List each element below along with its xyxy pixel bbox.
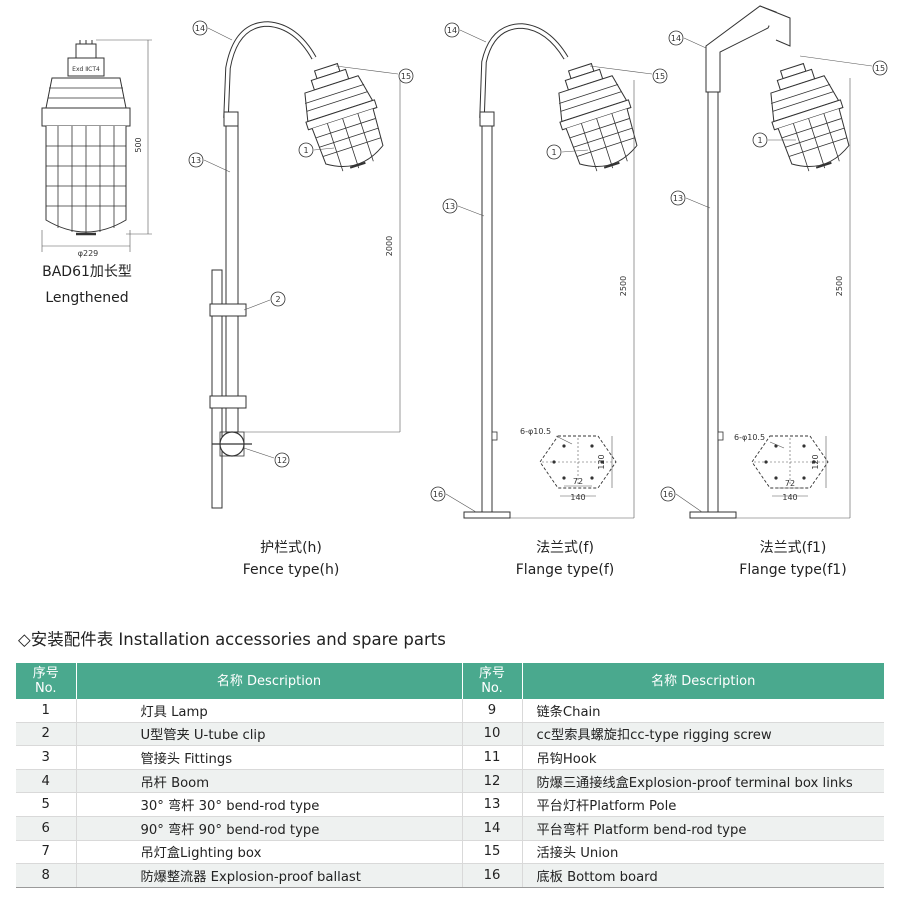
callout-1-f: 1 (551, 148, 556, 157)
caption-fence-zh: 护栏式(h) (260, 540, 322, 556)
callout-13-f1: 13 (673, 194, 683, 203)
cell-no: 1 (16, 699, 76, 723)
cell-no-2: 12 (462, 769, 522, 794)
cell-desc-2: 吊钩Hook (521, 745, 884, 770)
callout-14-f1: 14 (671, 34, 681, 43)
callout-13-f: 13 (445, 202, 455, 211)
cell-desc-2: 平台弯杆 Platform bend-rod type (521, 816, 884, 841)
caption-flange-f1: 法兰式(f1) Flange type(f1) (718, 537, 868, 581)
callout-14-f: 14 (447, 26, 457, 35)
cell-desc: 30° 弯杆 30° bend-rod type (75, 792, 463, 817)
header-desc: 名称 Description (75, 663, 462, 699)
caption-flange-f1-zh: 法兰式(f1) (759, 540, 827, 556)
caption-flange-f: 法兰式(f) Flange type(f) (490, 537, 640, 581)
flange-f1-holes: 6-φ10.5 (734, 433, 765, 442)
cell-desc-2: 平台灯杆Platform Pole (521, 792, 884, 817)
header-no-zh-2: 序号 (478, 666, 505, 681)
cell-desc-2: 底板 Bottom board (521, 863, 884, 888)
cell-desc-2: 防爆三通接线盒Explosion-proof terminal box link… (521, 769, 884, 794)
flange-f1-figure: 2500 6-φ10.5 120 72 140 (689, 5, 860, 519)
cell-no: 3 (16, 745, 76, 770)
header-desc-2: 名称 Description (521, 663, 884, 699)
cell-no: 2 (16, 722, 76, 747)
lamp-height-dim: 500 (134, 137, 143, 152)
cell-desc: 吊杆 Boom (75, 769, 463, 794)
cell-no-2: 9 (462, 699, 522, 723)
fence-height-dim: 2000 (385, 236, 394, 256)
cell-no-2: 11 (462, 745, 522, 770)
lamp-nameplate: Exd ⅡCT4 (72, 66, 100, 73)
callouts: 14 15 1 13 2 12 14 15 1 13 16 14 (188, 20, 888, 513)
header-no-zh: 序号 (32, 666, 59, 681)
cell-no: 6 (16, 816, 76, 841)
header-no-en: No. (34, 681, 57, 696)
callout-14: 14 (195, 24, 205, 33)
flange-f-height-dim: 2500 (619, 276, 628, 296)
cell-no-2: 10 (462, 722, 522, 747)
callout-12: 12 (277, 456, 287, 465)
section-title: ◇安装配件表 Installation accessories and spar… (18, 630, 446, 649)
caption-fence: 护栏式(h) Fence type(h) (216, 537, 366, 581)
cell-no: 5 (16, 792, 76, 817)
flange-f1-height-dim: 2500 (835, 276, 844, 296)
cell-no-2: 15 (462, 840, 522, 865)
callout-2: 2 (275, 295, 280, 304)
cell-desc-2: cc型索具螺旋扣cc-type rigging screw (521, 722, 884, 747)
flange-f1-inner: 72 (785, 479, 795, 488)
cell-no: 8 (16, 863, 76, 888)
cell-desc: 吊灯盒Lighting box (75, 840, 463, 865)
flange-f-height: 120 (597, 454, 606, 469)
lamp-figure: Exd ⅡCT4 500 φ229 BAD61加长型 Lengthened (41, 39, 152, 306)
cell-desc: 防爆整流器 Explosion-proof ballast (75, 863, 463, 888)
cell-desc-2: 活接头 Union (521, 840, 884, 865)
caption-fence-en: Fence type(h) (242, 562, 340, 578)
installation-drawing: Exd ⅡCT4 500 φ229 BAD61加长型 Lengthened (41, 5, 888, 519)
callout-1: 1 (303, 146, 308, 155)
callout-16: 16 (433, 490, 443, 499)
header-no-en-2: No. (481, 681, 503, 696)
flange-f-inner: 72 (573, 477, 583, 486)
cell-desc-2: 链条Chain (521, 699, 884, 723)
fence-type-figure: 2000 (209, 21, 401, 509)
caption-flange-f-en: Flange type(f) (515, 562, 615, 578)
lamp-label-zh: BAD61加长型 (42, 264, 132, 280)
flange-f-figure: 2500 6-φ10.5 120 72 140 (463, 23, 648, 519)
callout-15: 15 (401, 72, 411, 81)
cell-no-2: 16 (462, 863, 522, 888)
callout-1-f1: 1 (757, 136, 762, 145)
callout-16-f1: 16 (663, 490, 673, 499)
caption-flange-f1-en: Flange type(f1) (739, 562, 847, 578)
callout-15-f1: 15 (875, 64, 885, 73)
callout-15-f: 15 (655, 72, 665, 81)
callout-13: 13 (191, 156, 201, 165)
cell-no: 4 (16, 769, 76, 794)
flange-f1-height: 120 (811, 454, 820, 469)
flange-f-outer: 140 (570, 493, 585, 502)
cell-desc: 90° 弯杆 90° bend-rod type (75, 816, 463, 841)
lamp-width-dim: φ229 (78, 249, 99, 258)
cell-no-2: 14 (462, 816, 522, 841)
caption-flange-f-zh: 法兰式(f) (536, 540, 594, 556)
cell-desc: 灯具 Lamp (75, 699, 463, 723)
flange-f-holes: 6-φ10.5 (520, 427, 551, 436)
cell-no-2: 13 (462, 792, 522, 817)
cell-desc: 管接头 Fittings (75, 745, 463, 770)
lamp-label-en: Lengthened (45, 290, 128, 306)
cell-desc: U型管夹 U-tube clip (75, 722, 463, 747)
cell-no: 7 (16, 840, 76, 865)
flange-f1-outer: 140 (782, 493, 797, 502)
